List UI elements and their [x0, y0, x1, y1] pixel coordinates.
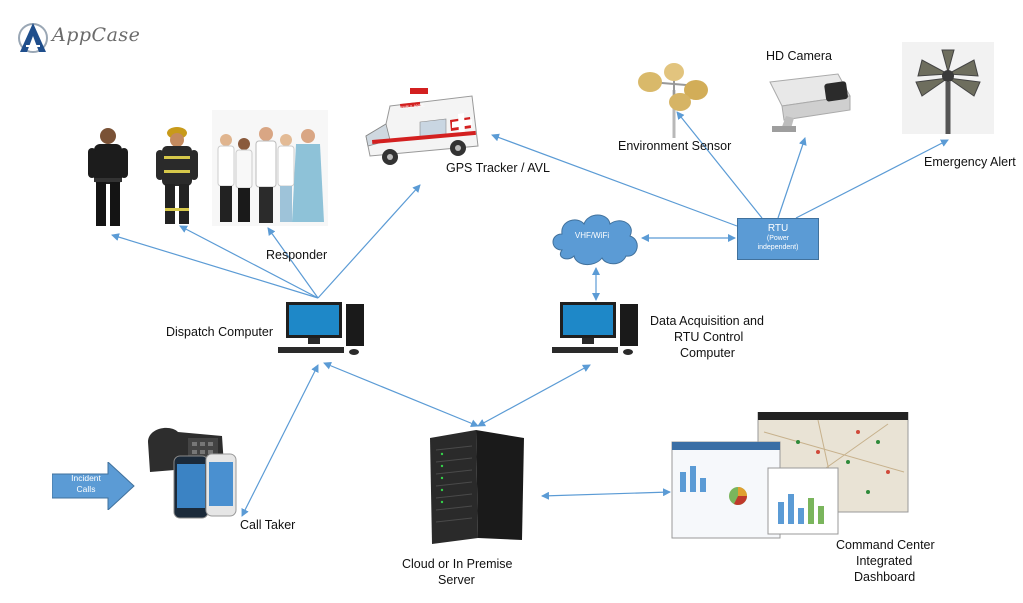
- data-acquisition-label-3: Computer: [680, 346, 735, 360]
- arrow-dispatch-medics: [267, 227, 319, 299]
- data-acquisition-computer-image: [546, 300, 642, 358]
- arrow-dacq-server: [477, 364, 591, 427]
- rtu-box: RTU (Power independent): [737, 218, 819, 260]
- arrow-rtu-alert: [795, 139, 949, 219]
- data-acquisition-label-1: Data Acquisition and: [650, 314, 764, 328]
- dashboard-image: [668, 411, 910, 542]
- hd-camera-label: HD Camera: [766, 49, 832, 63]
- phones-image: [140, 424, 240, 520]
- arrow-dispatch-calltaker: [241, 364, 319, 517]
- data-acquisition-label-2: RTU Control: [674, 330, 744, 344]
- vhf-wifi-label: VHF/WiFi: [574, 231, 610, 240]
- server-label-2: Server: [438, 573, 475, 587]
- arrow-dispatch-firefighter: [179, 225, 319, 299]
- emergency-alert-label: Emergency Alert: [924, 155, 1016, 169]
- incident-calls-arrow: [51, 460, 136, 512]
- ambulance-image: AMBULANCE: [360, 84, 482, 174]
- emergency-alert-image: [902, 42, 994, 134]
- dashboard-label-2: Integrated: [856, 554, 913, 568]
- arrow-rtu-camera: [777, 137, 807, 219]
- incident-calls-label: Incident Calls: [58, 473, 114, 495]
- dashboard-label-3: Dashboard: [854, 570, 916, 584]
- hd-camera-image: [760, 66, 856, 136]
- server-label-1: Cloud or In Premise: [402, 557, 513, 571]
- arrow-rtu-envsensor: [676, 111, 763, 219]
- ambulance-text: AMBULANCE: [400, 102, 426, 110]
- app-case-logo-icon: [18, 23, 48, 53]
- call-taker-label: Call Taker: [240, 518, 296, 532]
- incident-calls-line1: Incident: [71, 473, 101, 483]
- vhf-wifi-cloud: [548, 208, 642, 268]
- brand-name: AppCase: [52, 24, 141, 46]
- dashboard-label-1: Command Center: [836, 538, 935, 552]
- server-image: [426, 428, 528, 546]
- gps-tracker-label: GPS Tracker / AVL: [446, 161, 550, 175]
- responder-label: Responder: [266, 248, 328, 262]
- rtu-sub-line2: independent): [757, 244, 799, 251]
- environment-sensor-label: Environment Sensor: [618, 139, 732, 153]
- firefighter-image: [154, 126, 200, 226]
- arrow-server-dashboard: [541, 488, 671, 500]
- dispatch-computer-image: [272, 300, 368, 358]
- incident-calls-line2: Calls: [76, 484, 96, 494]
- rtu-title: RTU: [767, 223, 789, 234]
- arrow-rtu-gps: [491, 133, 738, 227]
- dispatch-computer-label: Dispatch Computer: [166, 325, 273, 339]
- brand-logo: [14, 20, 52, 54]
- arrow-dispatch-police: [111, 233, 319, 299]
- medical-staff-image: [212, 110, 328, 226]
- arrow-dispatch-server: [323, 361, 479, 428]
- rtu-sub-line1: (Power: [766, 235, 790, 242]
- environment-sensor-image: [636, 60, 712, 140]
- police-officer-image: [86, 126, 130, 230]
- arrow-dispatch-gps: [317, 184, 421, 299]
